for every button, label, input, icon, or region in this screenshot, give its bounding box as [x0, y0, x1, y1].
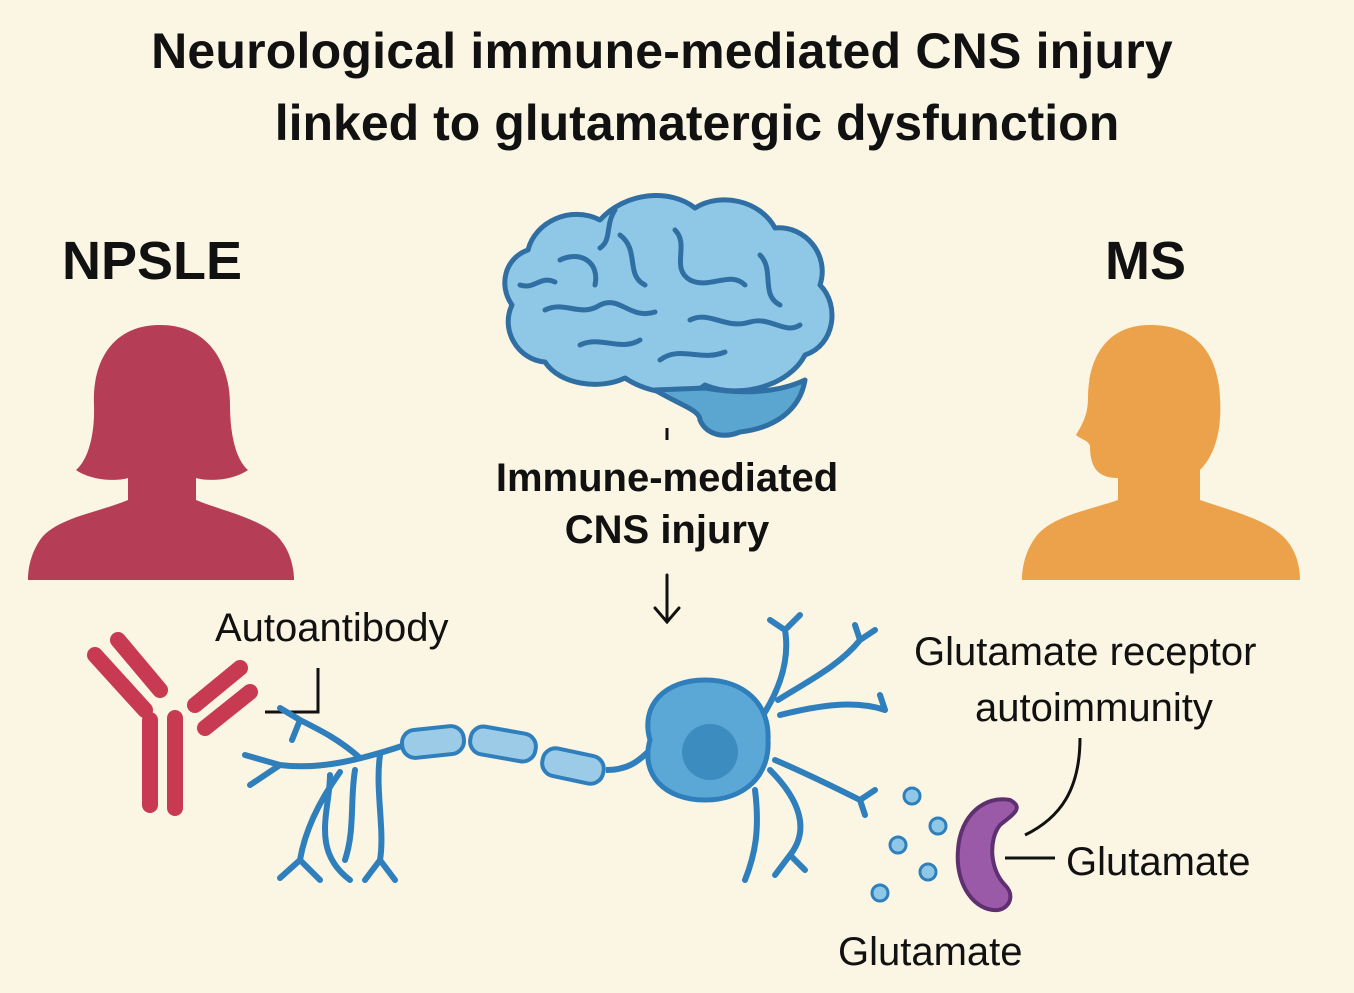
- glutamate-label-bottom: Glutamate: [838, 930, 1023, 974]
- center-caption-line-1: Immune-mediated: [495, 456, 839, 500]
- center-caption-line-2: CNS injury: [564, 508, 770, 552]
- receptor-label-line-1: Glutamate receptor: [914, 630, 1257, 674]
- glutamate-label-right: Glutamate: [1066, 840, 1251, 884]
- autoantibody-label: Autoantibody: [215, 606, 449, 650]
- autoantibody-pointer: [265, 668, 320, 714]
- npsle-label: NPSLE: [62, 231, 243, 291]
- receptor-icon: [955, 797, 1019, 913]
- ms-label: MS: [1105, 231, 1186, 291]
- male-head-icon: [1022, 325, 1300, 580]
- receptor-label-line-2: autoimmunity: [975, 686, 1213, 730]
- female-head-icon: [28, 325, 294, 580]
- brain-icon: [502, 193, 835, 438]
- antibody-icon: [87, 632, 258, 816]
- receptor-pointer: [1024, 737, 1082, 837]
- neuron-icon: [242, 612, 888, 883]
- title-line-2: linked to glutamatergic dysfunction: [274, 95, 1120, 151]
- glutamate-dot-icon: [870, 786, 948, 903]
- title-line-1: Neurological immune-mediated CNS injury: [151, 23, 1173, 79]
- down-arrow-icon: [653, 573, 681, 625]
